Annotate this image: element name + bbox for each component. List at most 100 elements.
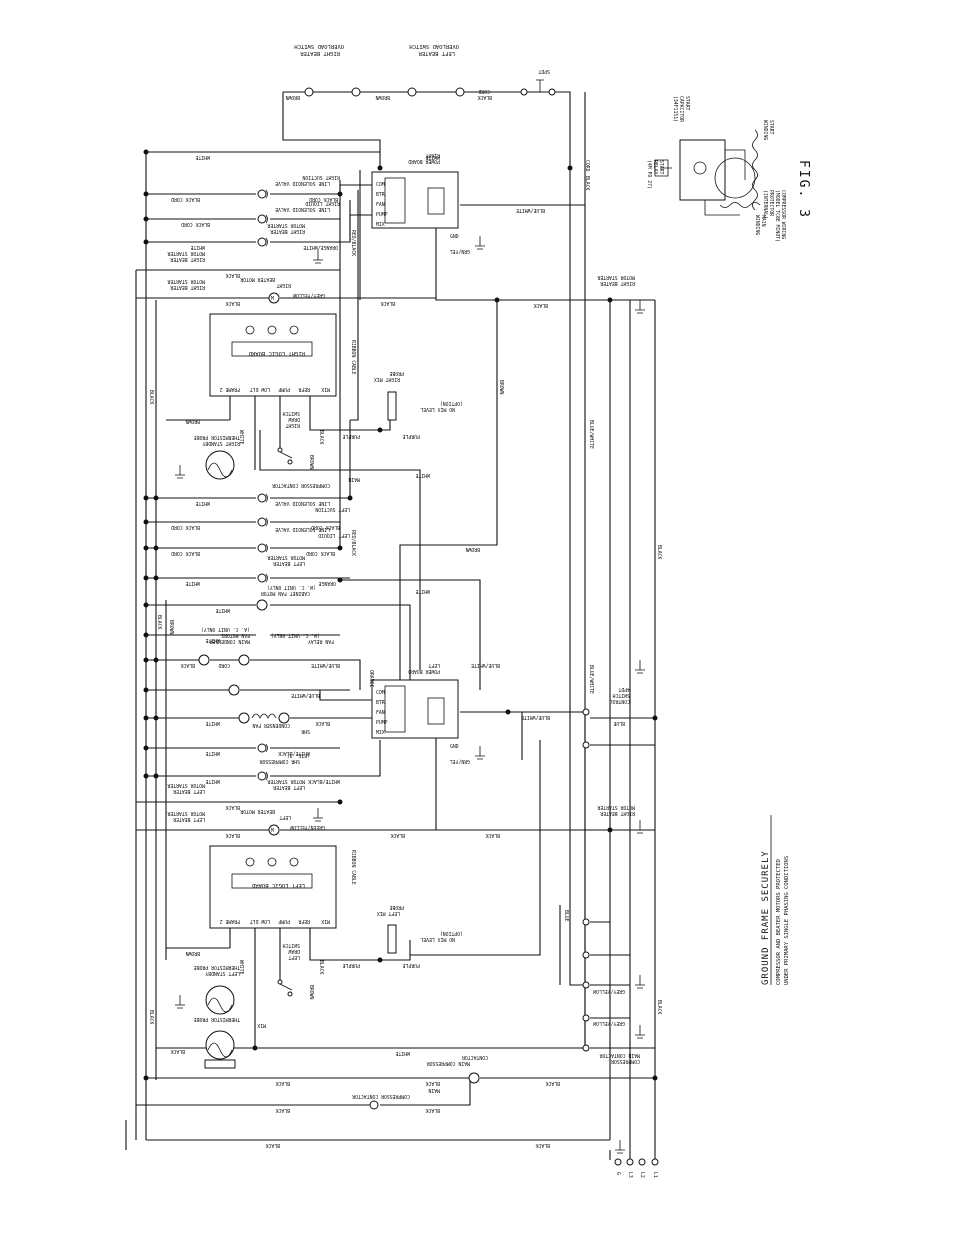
svg-text:COM: COM [376,182,385,188]
svg-text:BLACK: BLACK [533,302,548,308]
fig-3-title: FIG. 3 [796,160,811,219]
svg-text:NO MIX LEVEL: NO MIX LEVEL [420,936,455,942]
svg-text:4PDT: 4PDT [618,686,630,692]
compressor-contactor-t2 [369,1100,379,1110]
left-logic-board-box [209,845,337,929]
svg-text:WINDING: WINDING [762,120,768,140]
right-overload-terminal-2 [351,87,361,97]
spdt-label: SPDT [538,68,550,74]
right-beater-starter-coil [257,237,268,247]
svg-text:BLACK: BLACK [156,615,162,630]
svg-text:(MODEL TC8E MINOT): (MODEL TC8E MINOT) [774,190,780,242]
svg-text:FAN RELAY: FAN RELAY [308,638,334,644]
ground-icon [475,236,485,250]
svg-text:COMPRESSOR CONTACTOR: COMPRESSOR CONTACTOR [272,482,330,488]
svg-text:BLACK: BLACK [275,1080,290,1086]
svg-text:CONDENSER FAN: CONDENSER FAN [252,722,290,728]
left-mix-probe [387,924,397,954]
ground-icon [615,1140,625,1154]
cabinet-fan-motor [256,599,268,611]
right-draw-switch [277,447,293,465]
svg-text:SWITCH: SWITCH [283,942,300,948]
start-relay-label: START RELAY (4M PD 27) [646,160,664,189]
note-title: GROUND FRAME SECURELY [761,850,771,985]
left-liquid-label: LEFT LIQUID LINE SOLENOID VALVE [275,526,350,538]
svg-text:(OPTION): (OPTION) [440,930,463,936]
ground-icon [635,975,645,989]
svg-text:CORD: CORD [218,662,230,668]
svg-text:BLACK: BLACK [225,832,240,838]
svg-text:BLACK: BLACK [170,1048,185,1054]
svg-text:WHITE: WHITE [195,154,210,160]
svg-text:WHITE: WHITE [238,430,244,445]
svg-text:CAPACITOR: CAPACITOR [678,96,684,122]
svg-text:BLACK: BLACK [485,832,500,838]
right-overload-terminal-1 [304,87,314,97]
svg-text:PROBE: PROBE [389,370,404,376]
svg-text:FAN: FAN [376,202,385,208]
svg-text:BLACK: BLACK [265,1142,280,1148]
svg-text:WHITE: WHITE [415,588,430,594]
svg-text:RIGHT MIX: RIGHT MIX [374,376,400,382]
svg-text:BLACK: BLACK [584,176,590,191]
main-winding-coil [719,202,761,208]
svg-text:REFR: REFR [298,918,310,924]
svg-text:DRAW: DRAW [288,416,300,422]
ground-icon [175,465,185,479]
svg-text:BLACK CORD: BLACK CORD [171,550,200,556]
right-board-gnd: GND [450,234,459,240]
svg-text:PROTECTOR: PROTECTOR [768,190,774,216]
svg-text:BROWN: BROWN [185,950,200,956]
svg-text:WHITE: WHITE [205,750,220,756]
right-beater-motor [268,292,280,304]
svg-text:LINE SOLENOID VALVE: LINE SOLENOID VALVE [275,180,330,186]
svg-text:WHITE: WHITE [238,960,244,975]
svg-text:LEFT BEATER: LEFT BEATER [173,788,205,794]
terminal-ground: G [615,1172,621,1175]
svg-text:BLUE/WHITE: BLUE/WHITE [521,714,550,720]
start-winding-label: START WINDING [762,120,774,140]
svg-text:BLACK: BLACK [225,804,240,810]
svg-text:RIGHT: RIGHT [285,422,300,428]
svg-text:COMPRESSOR WIRING: COMPRESSOR WIRING [780,190,786,239]
svg-text:LINE SOLENOID VALVE: LINE SOLENOID VALVE [275,206,330,212]
svg-text:MOTOR STARTER: MOTOR STARTER [167,278,205,284]
svg-text:GRN/YEL: GRN/YEL [450,248,470,254]
svg-text:CONTROL: CONTROL [610,698,630,704]
left-suction-solenoid [257,517,268,527]
left-beater-starter-label: LEFT BEATER MOTOR STARTER [267,554,305,566]
svg-text:LEFT BEATER: LEFT BEATER [418,50,455,56]
compressor-wiring-label: COMPRESSOR WIRING (MODEL TC8E MINOT) [774,190,786,242]
svg-text:GREY/YELLOW: GREY/YELLOW [293,292,325,298]
svg-text:BLACK: BLACK [318,430,324,445]
svg-text:BLACK: BLACK [148,390,154,405]
svg-text:COMPRESSOR: COMPRESSOR [611,1058,640,1064]
svg-text:MAIN: MAIN [760,215,766,227]
svg-text:WHITE: WHITE [185,580,200,586]
svg-text:LEFT LIQUID: LEFT LIQUID [318,532,350,538]
svg-text:LEFT BEATER: LEFT BEATER [273,784,305,790]
mix-probe-connector [204,1059,236,1069]
start-relay [679,139,726,201]
svg-text:BLUE/WHITE: BLUE/WHITE [588,420,594,449]
ground-icon [635,820,645,834]
svg-text:OVERLOAD SWITCH: OVERLOAD SWITCH [409,43,459,49]
svg-text:LEFT STANDBY: LEFT STANDBY [205,970,240,976]
svg-text:PURPLE: PURPLE [343,433,360,439]
left-main-starter-label: RIGHT BEATER MOTOR STARTER [597,804,635,816]
svg-text:START: START [684,96,690,111]
svg-text:WHITE: WHITE [425,154,440,160]
svg-text:BLACK CORD: BLACK CORD [309,196,338,202]
svg-text:LEFT: LEFT [288,954,300,960]
svg-text:MIX: MIX [376,730,385,736]
svg-text:M: M [271,828,274,834]
svg-text:START: START [658,160,664,175]
cabinet-fan-label: CABINET FAN MOTOR (W. C. UNIT ONLY) [261,584,316,596]
left-beater-starter-2-label: LEFT BEATER MOTOR STARTER [267,778,305,790]
svg-text:MAIN CONDENSER: MAIN CONDENSER [209,638,250,644]
note-subtitle-1: COMPRESSOR AND BEATER MOTORS PROTECTED [776,859,782,985]
svg-text:BROWN: BROWN [308,455,314,470]
fan-relay-coil [228,684,240,696]
svg-text:BROWN: BROWN [308,985,314,1000]
svg-text:(4M PD 27): (4M PD 27) [646,160,652,189]
